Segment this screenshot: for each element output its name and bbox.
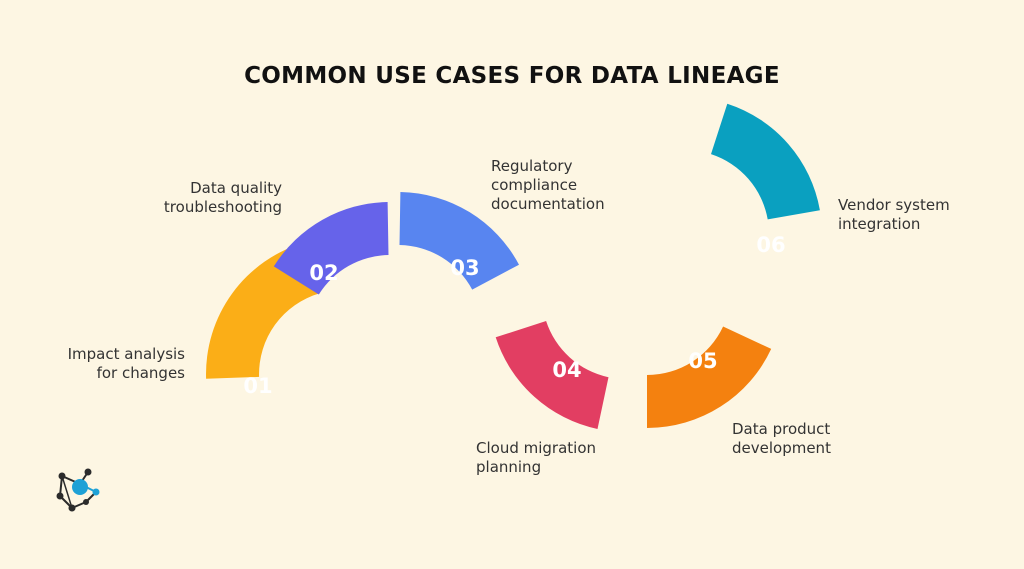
step-06-label: Vendor system integration bbox=[838, 196, 950, 233]
step-02-label: Data quality troubleshooting bbox=[163, 179, 282, 216]
step-06-segment bbox=[711, 103, 820, 220]
network-logo-icon bbox=[56, 468, 100, 512]
step-03-segment bbox=[399, 192, 519, 290]
step-03-number: 03 bbox=[450, 256, 479, 280]
step-04-segment bbox=[495, 321, 609, 429]
step-01-label: Impact analysis for changes bbox=[67, 345, 185, 382]
step-04-label: Cloud migration planning bbox=[476, 439, 597, 476]
step-05-label: Data product development bbox=[732, 420, 831, 457]
step-04-number: 04 bbox=[552, 358, 581, 382]
diagram-title: COMMON USE CASES FOR DATA LINEAGE bbox=[244, 63, 780, 89]
step-05-number: 05 bbox=[688, 349, 717, 373]
step-01-number: 01 bbox=[243, 374, 272, 398]
step-02-segment bbox=[273, 202, 389, 295]
step-02-number: 02 bbox=[309, 261, 338, 285]
step-03-label: Regulatory compliance documentation bbox=[491, 157, 605, 213]
step-05-segment bbox=[647, 326, 772, 428]
step-06-number: 06 bbox=[756, 233, 785, 257]
